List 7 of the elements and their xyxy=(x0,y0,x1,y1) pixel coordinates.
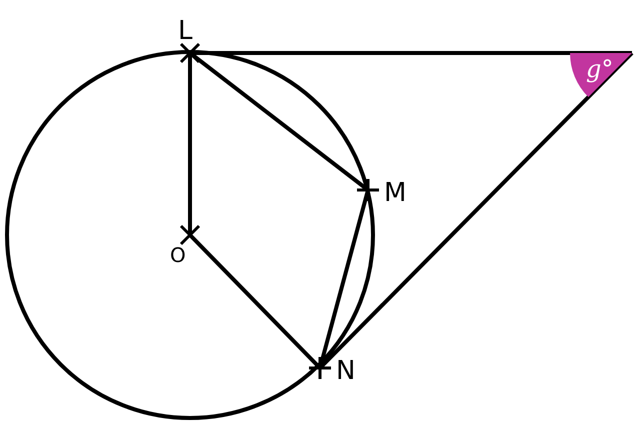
point-label: N xyxy=(336,358,356,384)
angle-label: g° xyxy=(586,57,614,81)
point-label: O xyxy=(170,245,186,265)
point-label: M xyxy=(384,180,406,206)
angle-sector xyxy=(570,53,632,98)
line-segment xyxy=(188,53,192,235)
point-label: L xyxy=(178,18,192,44)
